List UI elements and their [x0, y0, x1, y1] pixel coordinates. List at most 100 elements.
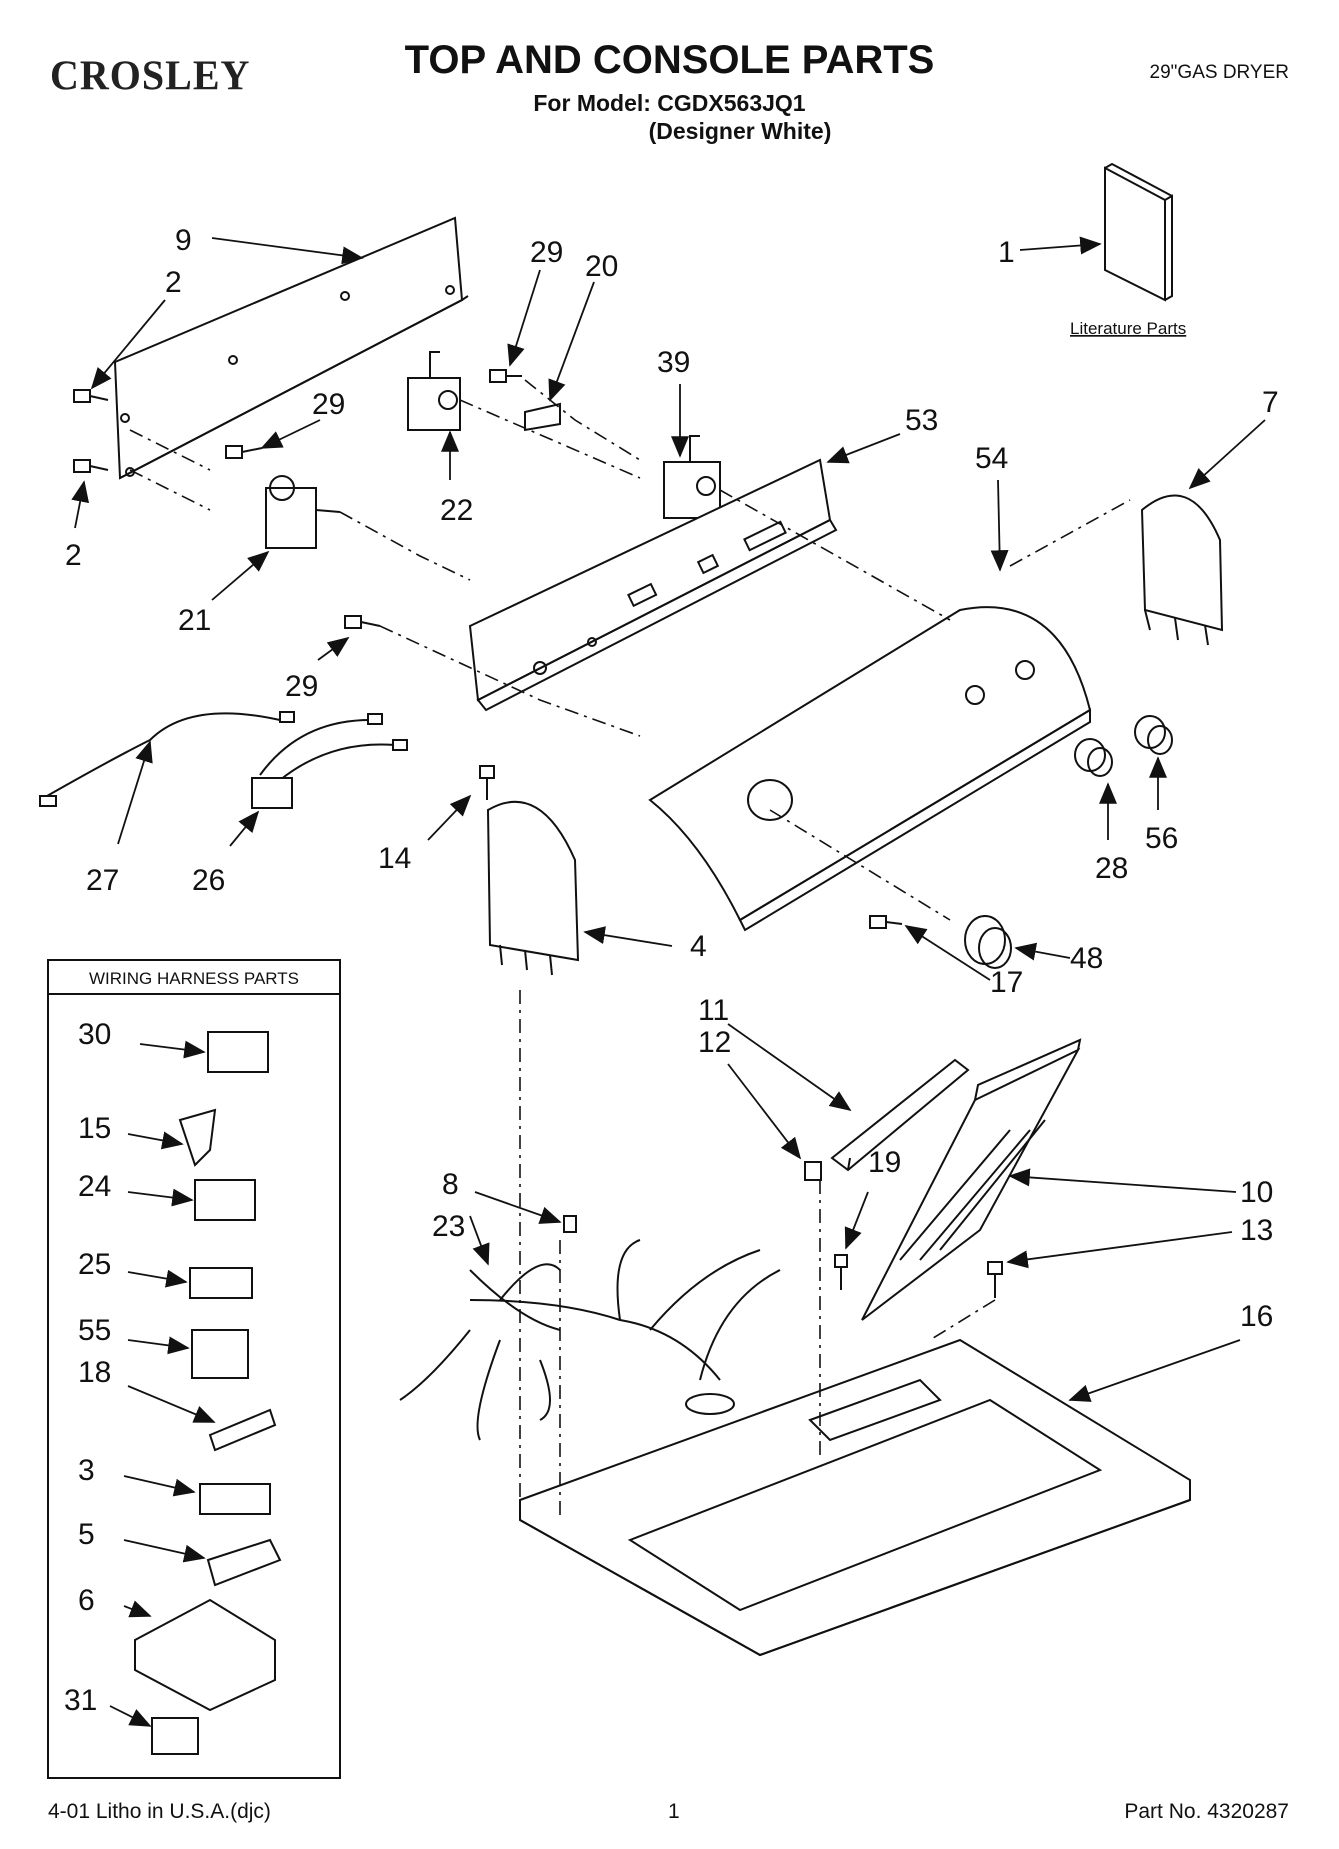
- callout-10: 10: [1240, 1176, 1273, 1209]
- callout-39: 39: [657, 346, 690, 379]
- leader-29c: [317, 636, 350, 661]
- part-number: Part No. 4320287: [1124, 1800, 1289, 1823]
- wire-27: [39, 711, 295, 807]
- lint-screen-10: [861, 1038, 1082, 1321]
- console-54: [648, 606, 1092, 932]
- leader-17: [904, 925, 991, 981]
- leader-10: [1008, 1168, 1237, 1193]
- callout-29c: 29: [285, 670, 318, 703]
- footer-litho: 4-01 Litho in U.S.A.(djc): [48, 1800, 271, 1823]
- leader-16: [1068, 1339, 1241, 1402]
- callout-29a: 29: [312, 388, 345, 421]
- wire-26: [251, 713, 408, 809]
- leader-11: [727, 1023, 852, 1112]
- model-line: For Model: CGDX563JQ1: [533, 90, 806, 116]
- page-number: 1: [668, 1800, 680, 1823]
- leader-9: [211, 237, 364, 265]
- callout-1: 1: [998, 236, 1015, 269]
- callout-2b: 2: [65, 539, 82, 572]
- callout-3: 3: [78, 1454, 95, 1487]
- leader-23: [469, 1215, 490, 1266]
- leader-29a: [260, 419, 321, 449]
- connector-55: [191, 1329, 249, 1379]
- brand-logo: CROSLEY: [50, 51, 251, 100]
- callout-23: 23: [432, 1210, 465, 1243]
- callout-4: 4: [690, 930, 707, 963]
- callout-20: 20: [585, 250, 618, 283]
- leader-20: [548, 281, 595, 402]
- leader-1: [1019, 236, 1102, 255]
- wire-harness-23: [399, 1239, 781, 1441]
- leader-14: [427, 794, 472, 841]
- callout-24: 24: [78, 1170, 111, 1203]
- callout-2a: 2: [165, 266, 182, 299]
- connector-31: [151, 1717, 199, 1755]
- page-title: TOP AND CONSOLE PARTS: [404, 38, 935, 82]
- callout-13: 13: [1240, 1214, 1273, 1247]
- screw-2-upper: [73, 389, 109, 403]
- callout-6: 6: [78, 1584, 95, 1617]
- literature-booklet: [1104, 162, 1173, 302]
- leader-21: [211, 550, 270, 601]
- callout-12: 12: [698, 1026, 731, 1059]
- leader-4: [583, 926, 673, 947]
- timer-21: [265, 475, 341, 549]
- callout-19: 19: [868, 1146, 901, 1179]
- lint-housing-11: [830, 1058, 970, 1172]
- screw-29-left: [225, 445, 263, 459]
- connector-25: [189, 1267, 253, 1299]
- switch-39: [663, 435, 721, 519]
- leader-53: [826, 433, 901, 464]
- callout-21: 21: [178, 604, 211, 637]
- callout-25: 25: [78, 1248, 111, 1281]
- callout-15: 15: [78, 1112, 111, 1145]
- leader-48: [1014, 942, 1071, 961]
- knob-48: [964, 915, 1012, 969]
- screw-19: [834, 1254, 848, 1290]
- leader-13: [1006, 1231, 1233, 1269]
- leader-26: [229, 810, 260, 847]
- clip-8: [563, 1215, 577, 1233]
- product-type: 29"GAS DRYER: [1149, 62, 1289, 83]
- leader-54: [990, 479, 1009, 572]
- end-cap-4: [486, 800, 580, 976]
- screw-17: [869, 915, 903, 929]
- connector-3: [199, 1483, 271, 1515]
- leader-2b: [71, 480, 90, 529]
- callout-5: 5: [78, 1518, 95, 1551]
- top-panel-16: [519, 1338, 1191, 1657]
- leader-12: [727, 1063, 802, 1160]
- screw-13: [987, 1261, 1003, 1298]
- callout-17: 17: [990, 966, 1023, 999]
- callout-28: 28: [1095, 852, 1128, 885]
- leader-19: [844, 1191, 869, 1250]
- screw-29-bottom: [344, 615, 381, 629]
- wiring-harness-box: [47, 959, 341, 1779]
- callout-14: 14: [378, 842, 411, 875]
- connector-24: [194, 1179, 256, 1221]
- callout-48: 48: [1070, 942, 1103, 975]
- callout-16: 16: [1240, 1300, 1273, 1333]
- knob-56: [1134, 715, 1173, 755]
- push-button-20: [524, 402, 561, 432]
- leader-2a: [90, 299, 166, 390]
- callout-30: 30: [78, 1018, 111, 1051]
- end-cap-7: [1140, 494, 1224, 646]
- connector-6: [134, 1598, 276, 1712]
- console-back-panel: [113, 216, 469, 480]
- callout-11: 11: [698, 994, 729, 1027]
- callout-26: 26: [192, 864, 225, 897]
- callout-22: 22: [440, 494, 473, 527]
- switch-22: [407, 351, 461, 431]
- callout-29b: 29: [530, 236, 563, 269]
- clip-12: [804, 1161, 822, 1181]
- leader-8: [474, 1191, 562, 1224]
- knob-28: [1074, 738, 1113, 777]
- screw-29-top: [489, 369, 522, 383]
- leader-7: [1188, 419, 1266, 490]
- connector-30: [207, 1031, 269, 1073]
- connector-5: [206, 1538, 282, 1587]
- literature-label: Literature Parts: [1070, 319, 1186, 338]
- callout-54: 54: [975, 442, 1008, 475]
